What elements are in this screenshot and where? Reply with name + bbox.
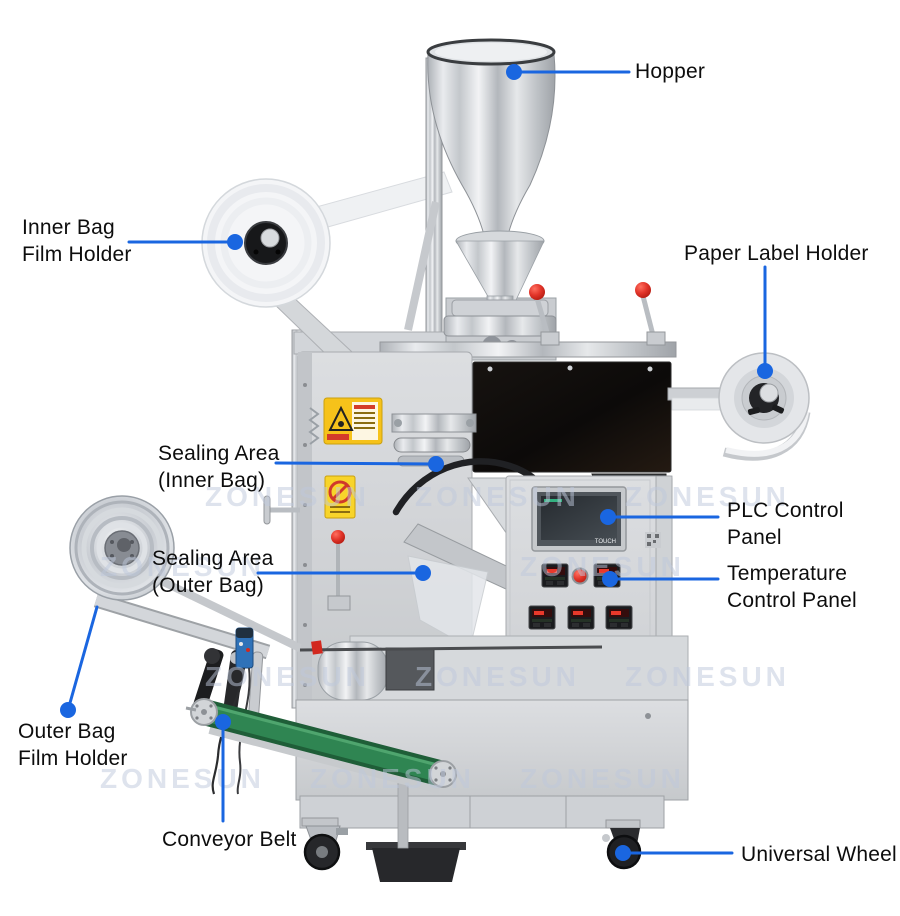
label-paper-label-holder: Paper Label Holder (684, 240, 869, 267)
label-sealing-area-outer-bag: Sealing Area (Outer Bag) (152, 545, 274, 599)
label-line: Film Holder (22, 243, 132, 266)
dot-conveyor-belt (215, 714, 231, 730)
outer-bag-film-assembly (69, 495, 603, 795)
label-outer-bag-film-holder: Outer Bag Film Holder (18, 718, 128, 772)
indicator-lamp (571, 567, 589, 585)
black-cover-panel (472, 361, 672, 473)
tension-rod (299, 645, 603, 652)
dot-sealing-inner (428, 456, 444, 472)
qr-sticker (645, 532, 661, 548)
watermark-text: ZONESUN (520, 763, 685, 794)
label-line: Outer Bag (18, 720, 116, 743)
watermark-text: ZONESUN (100, 551, 265, 582)
watermark-text: ZONESUN (310, 763, 475, 794)
center-leg (366, 842, 466, 882)
temp-controller (528, 605, 556, 630)
warning-sticker-prohibition (324, 475, 356, 519)
label-line: Inner Bag (22, 216, 115, 239)
leader-sealing-inner (274, 461, 438, 466)
dot-paper-label-holder (757, 363, 773, 379)
watermark-text: ZONESUN (205, 661, 370, 692)
temp-controller (541, 563, 569, 588)
watermark-text: ZONESUN (415, 661, 580, 692)
belt-roller-left (185, 698, 218, 726)
conveyor-belt (185, 698, 457, 849)
watermark-text: ZONESUN (205, 481, 370, 512)
callout-lines (66, 70, 767, 855)
label-sealing-area-inner-bag: Sealing Area (Inner Bag) (158, 440, 280, 494)
temp-controller (567, 605, 595, 630)
label-line: Panel (727, 526, 782, 549)
universal-wheel (602, 819, 642, 870)
watermark-layer: ZONESUN ZONESUN ZONESUN ZONESUN ZONESUN … (100, 481, 790, 794)
label-line: Universal Wheel (741, 843, 897, 866)
label-universal-wheel: Universal Wheel (741, 841, 897, 868)
photo-sensor (211, 627, 254, 795)
label-line: Control Panel (727, 589, 857, 612)
label-plc-control-panel: PLC Control Panel (727, 497, 844, 551)
dot-universal-wheel (615, 845, 631, 861)
watermark-text: ZONESUN (625, 481, 790, 512)
inner-bag-film-roll (201, 178, 353, 361)
label-line: (Outer Bag) (152, 574, 264, 597)
label-temperature-control-panel: Temperature Control Panel (727, 560, 857, 614)
lever-right (635, 282, 666, 346)
caster-left (301, 817, 348, 871)
label-line: Temperature (727, 562, 848, 585)
red-ball-knob (331, 530, 345, 544)
dot-hopper (506, 64, 522, 80)
watermark-text: ZONESUN (415, 481, 580, 512)
temp-controller (605, 605, 633, 630)
red-lever-panel (327, 530, 351, 611)
measuring-disc (451, 299, 549, 317)
label-line: Sealing Area (152, 547, 274, 570)
label-line: Hopper (635, 60, 706, 83)
red-ball-knob (529, 284, 545, 300)
label-line: Paper Label Holder (684, 242, 869, 265)
leader-outer-bag-film-holder (66, 605, 99, 712)
dot-inner-bag-film-holder (227, 234, 243, 250)
label-line: PLC Control (727, 499, 844, 522)
dot-outer-bag-film-holder (60, 702, 76, 718)
paper-label-holder (667, 352, 811, 461)
belt-roller-right (429, 760, 457, 788)
callout-dots (60, 64, 773, 861)
label-hopper: Hopper (635, 58, 705, 85)
dot-sealing-outer (415, 565, 431, 581)
dot-plc (600, 509, 616, 525)
watermark-text: ZONESUN (625, 661, 790, 692)
label-inner-bag-film-holder: Inner Bag Film Holder (22, 214, 132, 268)
warning-sticker-crush (323, 397, 383, 445)
label-line: (Inner Bag) (158, 469, 266, 492)
watermark-text: ZONESUN (100, 763, 265, 794)
hopper (426, 38, 557, 356)
watermark-text: ZONESUN (520, 551, 685, 582)
label-conveyor-belt: Conveyor Belt (162, 826, 297, 853)
label-line: Sealing Area (158, 442, 280, 465)
dot-temperature (602, 571, 618, 587)
label-line: Film Holder (18, 747, 128, 770)
touch-screen-brand: TOUCH (595, 539, 616, 545)
clamp-handle-left (263, 495, 300, 525)
red-ball-knob (635, 282, 651, 298)
lever-left (529, 284, 560, 346)
label-line: Conveyor Belt (162, 828, 297, 851)
